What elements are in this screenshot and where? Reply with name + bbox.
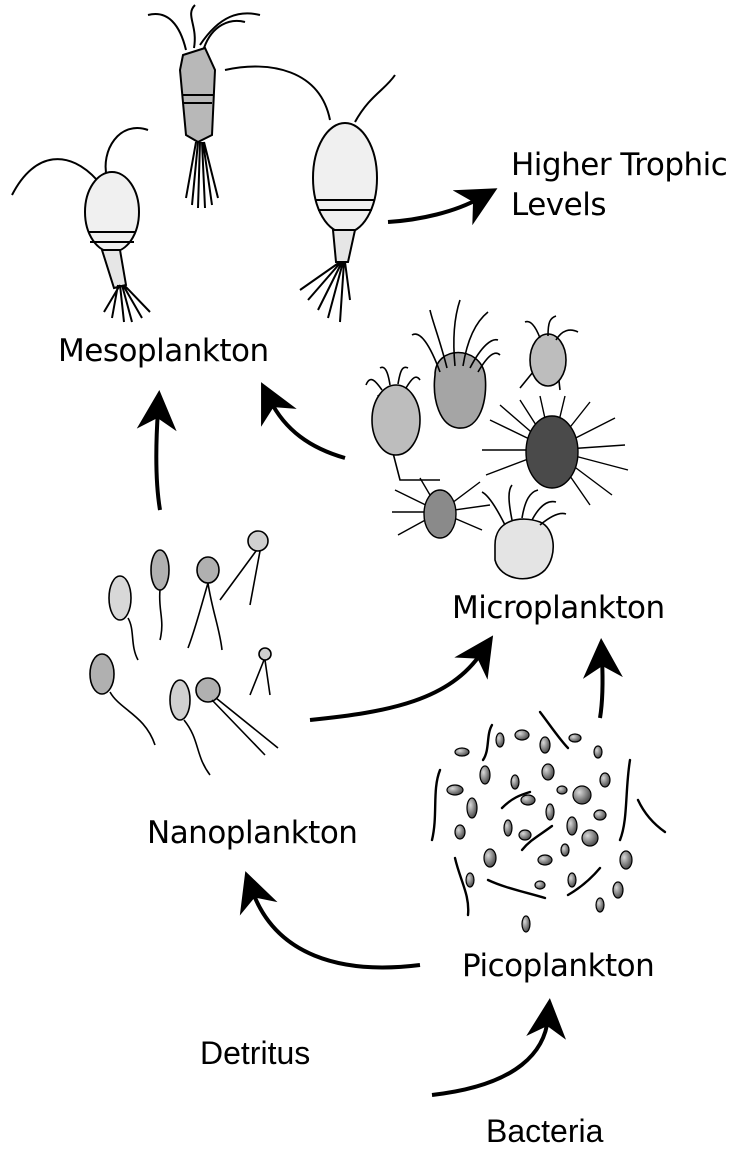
- label-picoplankton: Picoplankton: [462, 948, 654, 984]
- arrow-nano-to-micro: [310, 652, 482, 720]
- label-nanoplankton: Nanoplankton: [147, 815, 357, 851]
- label-higher-trophic-line1: Higher Trophic: [511, 145, 727, 185]
- label-mesoplankton: Mesoplankton: [58, 333, 269, 369]
- arrow-nano-to-meso: [156, 410, 160, 510]
- label-higher-trophic-line2: Levels: [511, 185, 727, 225]
- copepod-center: [148, 5, 260, 208]
- arrow-pico-to-nano: [252, 890, 420, 967]
- label-detritus: Detritus: [200, 1035, 310, 1072]
- picoplankton-cluster: [447, 730, 632, 932]
- label-higher-trophic-levels: Higher Trophic Levels: [511, 145, 727, 225]
- ciliate-4: [392, 478, 490, 538]
- label-bacteria: Bacteria: [486, 1113, 603, 1150]
- arrow-meso-to-higher: [388, 198, 480, 222]
- label-microplankton: Microplankton: [452, 590, 665, 626]
- copepod-right: [225, 67, 395, 322]
- ciliate-1: [366, 367, 440, 480]
- arrow-bacteria-to-pico: [432, 1018, 548, 1095]
- ciliate-dark: [482, 396, 628, 505]
- copepod-left: [12, 128, 150, 322]
- arrow-micro-to-meso: [270, 400, 345, 458]
- flagellates: [90, 531, 278, 775]
- ciliate-2: [412, 300, 500, 428]
- ciliate-3: [520, 316, 578, 390]
- arrow-pico-to-micro: [600, 658, 603, 718]
- ciliate-5: [482, 485, 566, 579]
